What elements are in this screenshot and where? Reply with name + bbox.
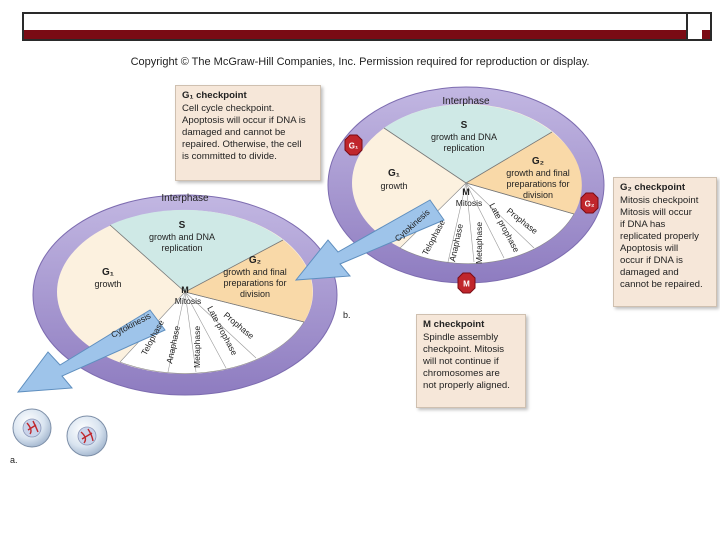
- cycle-a-g2-line1: growth and final: [223, 267, 287, 277]
- cycle-b-s-title: S: [461, 120, 468, 131]
- cycle-a-g2-line3: division: [240, 289, 270, 299]
- cycle-b-interphase-label: Interphase: [442, 96, 490, 107]
- g2-badge-label: G₂: [585, 200, 595, 209]
- panel-a-label: a.: [10, 455, 18, 465]
- cycle-b-g2-title: G₂: [532, 156, 544, 167]
- g1-checkpoint-callout: G₁ checkpoint Cell cycle checkpoint. Apo…: [175, 85, 321, 181]
- cycle-b-m-title: M: [462, 187, 470, 197]
- m-checkpoint-badge: M: [457, 272, 476, 294]
- cycle-b-s-line2: replication: [443, 143, 484, 153]
- g1-checkpoint-badge: G₁: [344, 134, 363, 156]
- cycle-a-m-title: M: [181, 285, 189, 295]
- cycle-a-phase-metaphase: Metaphase: [192, 326, 202, 368]
- cycle-a-g2-line2: preparations for: [223, 278, 286, 288]
- title-accent-bar: [22, 30, 712, 41]
- g1-callout-title: G₁ checkpoint: [182, 90, 247, 101]
- cycle-b-g2-line1: growth and final: [506, 168, 570, 178]
- g2-callout-body: Mitosis checkpoint Mitosis will occur if…: [620, 195, 703, 290]
- cycle-b-s-line1: growth and DNA: [431, 132, 497, 142]
- cycle-b-phase-metaphase: Metaphase: [474, 222, 484, 264]
- cycle-a-g2-title: G₂: [249, 255, 261, 266]
- m-checkpoint-callout: M checkpoint Spindle assembly checkpoint…: [416, 314, 526, 408]
- cycle-b-g1-line1: growth: [380, 181, 407, 191]
- cycle-b-exit-arrow: [294, 199, 445, 281]
- cycle-a-exit-arrow: [16, 309, 166, 393]
- cycle-b-g2-line3: division: [523, 190, 553, 200]
- title-frame: [22, 12, 712, 30]
- g1-callout-body: Cell cycle checkpoint. Apoptosis will oc…: [182, 103, 306, 162]
- cycle-b: Interphase S growth and DNA replication …: [294, 86, 605, 294]
- copyright-notice: Copyright © The McGraw-Hill Companies, I…: [130, 56, 590, 68]
- m-callout-body: Spindle assembly checkpoint. Mitosis wil…: [423, 332, 510, 391]
- cycle-b-s-sector: [384, 104, 552, 183]
- m-badge-label: M: [463, 280, 470, 289]
- g2-checkpoint-badge: G₂: [580, 192, 599, 214]
- cycle-b-m-sector: [399, 182, 575, 264]
- cycle-a-s-sector: [110, 209, 283, 292]
- cycle-a-s-line2: replication: [161, 243, 202, 253]
- m-callout-title: M checkpoint: [423, 319, 485, 330]
- cycle-b-g2-line2: preparations for: [506, 179, 569, 189]
- cycle-a-s-line1: growth and DNA: [149, 232, 215, 242]
- cycle-a-mitosis-label: Mitosis: [175, 296, 201, 306]
- cycle-a-interphase-label: Interphase: [161, 193, 209, 204]
- cycle-a-g2-sector: [185, 240, 313, 322]
- g2-checkpoint-callout: G₂ checkpoint Mitosis checkpoint Mitosis…: [613, 177, 717, 307]
- corner-box: [686, 14, 702, 30]
- daughter-cells: [12, 408, 108, 457]
- panel-b-label: b.: [343, 310, 351, 320]
- cycle-a-s-title: S: [179, 220, 186, 231]
- cycle-b-mitosis-label: Mitosis: [456, 198, 482, 208]
- cycle-a: Interphase S growth and DNA replication …: [16, 193, 338, 396]
- cycle-a-g1-line1: growth: [94, 279, 121, 289]
- cycle-a-m-sector: [119, 291, 305, 374]
- g2-callout-title: G₂ checkpoint: [620, 182, 686, 193]
- g1-badge-label: G₁: [349, 142, 359, 151]
- cycle-b-g1-title: G₁: [388, 168, 400, 179]
- cycle-a-g1-title: G₁: [102, 267, 114, 278]
- corner-box-lower: [686, 30, 702, 39]
- cycle-b-g2-sector: [466, 132, 582, 214]
